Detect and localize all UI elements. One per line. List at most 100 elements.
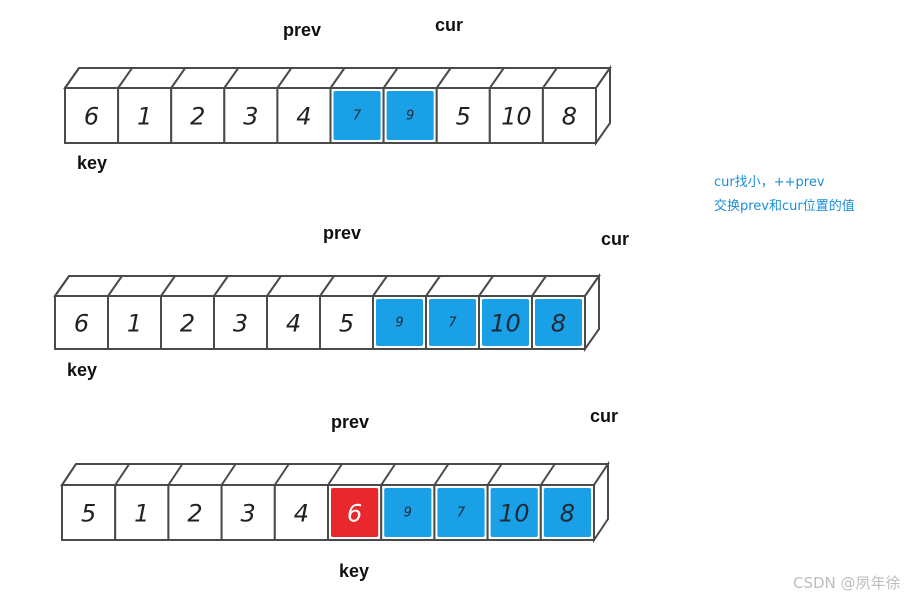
array-cell: 9 [382, 67, 438, 144]
cell-top-edge [273, 463, 290, 486]
cell-top-edge [329, 67, 346, 89]
array-cell: 2 [160, 275, 215, 350]
cell-box [107, 295, 162, 350]
cell-top-edge [213, 275, 229, 297]
cell-top-edge [54, 275, 70, 297]
cell-top-edge [327, 463, 343, 486]
cell-top-edge [114, 463, 131, 486]
prev-label-row3: prev [331, 412, 370, 432]
key-label-row3: key [339, 561, 370, 581]
cell-highlight-blue [490, 488, 538, 537]
array-cell: 5 [319, 275, 374, 350]
cell-highlight-blue [543, 488, 591, 537]
cell-value: 1 [134, 500, 149, 528]
cell-top-edge [380, 463, 397, 486]
array-cell: 6 [327, 463, 383, 541]
watermark: CSDN @夙年徐 [793, 574, 901, 592]
cell-value: 3 [241, 500, 256, 528]
cell-value: 6 [74, 310, 89, 338]
key-label-row1: key [77, 153, 108, 173]
cell-value: 1 [127, 310, 142, 338]
prev-label-row1: prev [283, 20, 322, 40]
array-cell: 2 [167, 463, 223, 541]
cell-top-edge [435, 67, 452, 89]
cell-value: 2 [187, 500, 202, 528]
array-cell: 9 [380, 463, 436, 541]
cell-box [117, 87, 173, 144]
cur-label-row1: cur [435, 15, 464, 35]
cell-value: 4 [294, 500, 309, 528]
array-cell: 7 [433, 463, 489, 541]
cur-label-row2: cur [601, 229, 630, 249]
cell-box [266, 295, 321, 350]
cell-top-edge [170, 67, 187, 89]
cell-value: 9 [404, 506, 412, 521]
array-cell: 10 [486, 463, 542, 541]
array-cell: 8 [541, 67, 598, 144]
array-cell: 3 [213, 275, 268, 350]
cell-highlight-blue [376, 299, 423, 346]
cell-top-edge [382, 67, 399, 89]
cell-highlight-blue [429, 299, 476, 346]
array-cell: 5 [435, 67, 491, 144]
cell-value: 7 [353, 109, 362, 124]
cell-value: 2 [190, 103, 205, 131]
array-cell: 3 [220, 463, 276, 541]
cell-top-edge [433, 463, 450, 486]
cell-value: 1 [137, 103, 152, 131]
cur-label-row3: cur [590, 406, 619, 426]
cell-top-edge [542, 67, 558, 89]
cell-top-edge [531, 275, 547, 297]
array-cell: 1 [107, 275, 162, 350]
cell-box [167, 484, 223, 541]
cell-box [223, 87, 279, 144]
cell-top-edge [478, 275, 494, 297]
cell-top-edge [488, 67, 505, 89]
cell-top-edge [372, 275, 388, 297]
cell-box [220, 484, 276, 541]
note-line-2: 交换prev和cur位置的值 [714, 199, 855, 214]
cell-box [435, 87, 491, 144]
cell-box [276, 87, 332, 144]
array-cell: 10 [478, 275, 533, 350]
cell-top-edge [107, 275, 123, 297]
cell-top-edge [117, 67, 133, 89]
cell-top-edge [266, 275, 282, 297]
cell-top-edge [539, 463, 556, 486]
cell-box [54, 295, 109, 350]
cell-top-edge [160, 275, 176, 297]
array-cell: 7 [425, 275, 480, 350]
prev-label-row2: prev [323, 223, 362, 243]
cell-value: 7 [457, 506, 466, 521]
cell-box [64, 87, 120, 144]
cell-value: 10 [501, 103, 532, 131]
array-cell: 4 [273, 463, 329, 541]
cell-value: 6 [84, 103, 99, 131]
key-label-row2: key [67, 360, 98, 380]
cell-top-edge [167, 463, 184, 486]
cell-box [213, 295, 268, 350]
cell-top-edge [319, 275, 335, 297]
array-cell: 1 [117, 67, 173, 144]
cell-value: 3 [233, 310, 248, 338]
cell-highlight-blue [384, 488, 432, 537]
cell-highlight-red [331, 488, 379, 537]
cell-value: 6 [347, 500, 362, 528]
cell-top-edge [486, 463, 503, 486]
cell-value: 2 [180, 310, 195, 338]
cell-top-edge [61, 463, 77, 486]
cell-highlight-blue [386, 91, 434, 140]
array-cell: 3 [223, 67, 279, 144]
cell-value: 8 [560, 500, 575, 528]
cell-value: 8 [551, 310, 566, 338]
cell-highlight-blue [482, 299, 529, 346]
cell-value: 7 [448, 316, 457, 331]
cell-value: 9 [406, 109, 414, 124]
cell-value: 9 [395, 316, 403, 331]
cell-value: 10 [490, 310, 521, 338]
cell-top-edge [64, 67, 80, 89]
cell-top-edge [223, 67, 240, 89]
array-cell: 6 [54, 275, 109, 350]
